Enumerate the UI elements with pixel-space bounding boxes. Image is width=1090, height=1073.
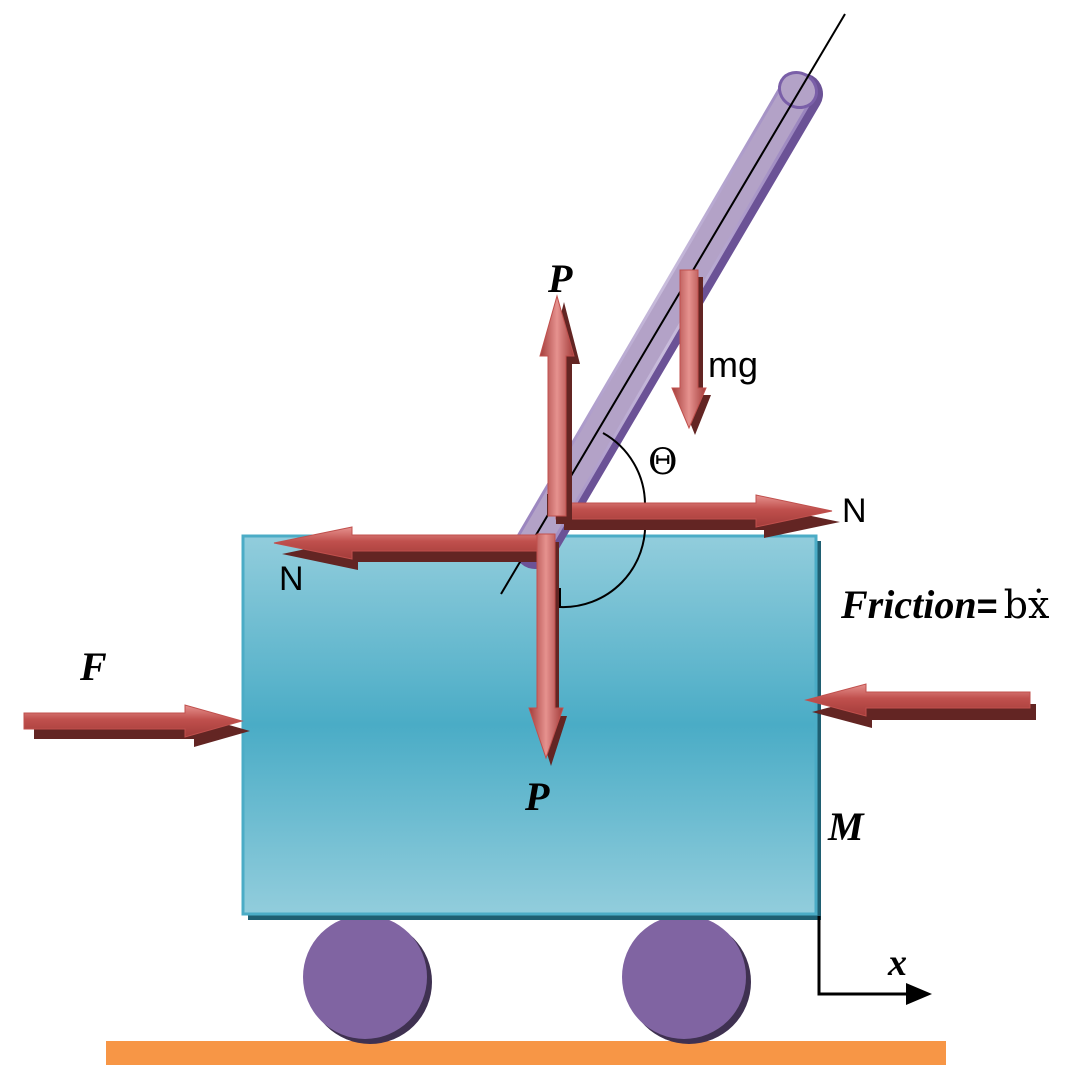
- normal-force-left-arrow: [273, 526, 558, 570]
- position-axis: [817, 916, 932, 1005]
- pin-force-down-arrow: [528, 533, 567, 766]
- position-axis-label: x: [887, 942, 907, 984]
- left-wheel: [303, 915, 432, 1044]
- friction-arrow: [804, 683, 1036, 728]
- pin-force-up-label: P: [547, 256, 573, 301]
- force-f-arrow: [23, 704, 250, 747]
- weight-label: mg: [708, 344, 758, 385]
- weight-arrow: [671, 269, 711, 435]
- normal-force-right-label: N: [842, 492, 867, 530]
- cart-mass-label: M: [827, 804, 865, 849]
- ground: [106, 1041, 946, 1065]
- normal-force-right-arrow: [555, 494, 840, 538]
- angle-label: Θ: [648, 442, 678, 483]
- friction-label: Friction=bẋ: [840, 582, 1049, 627]
- pin-force-down-label: P: [524, 774, 550, 819]
- pin-force-up-arrow: [539, 294, 580, 524]
- force-f-label: F: [79, 644, 107, 689]
- cart: [241, 534, 821, 920]
- right-wheel: [622, 915, 751, 1044]
- normal-force-left-label: N: [279, 560, 304, 598]
